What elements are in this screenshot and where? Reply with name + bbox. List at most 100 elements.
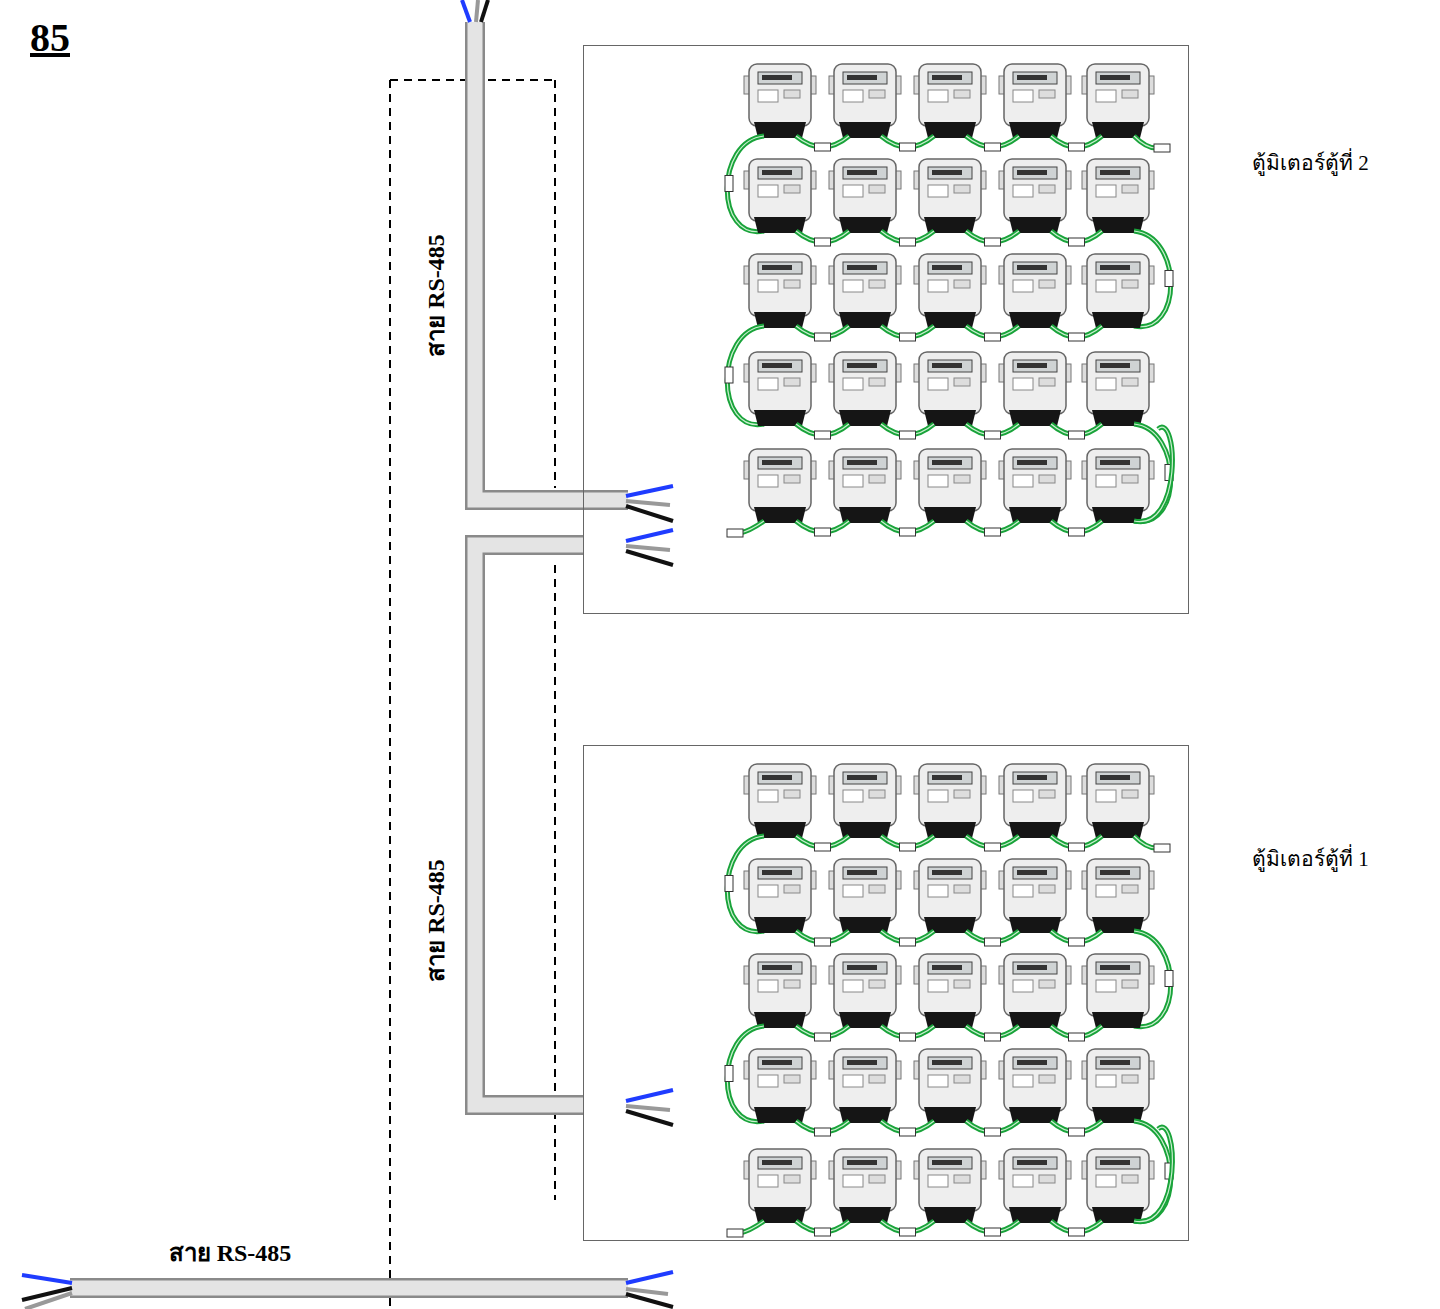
energy-meter [1082, 64, 1154, 138]
green-wire [1134, 427, 1172, 521]
meter-array [725, 64, 1173, 1237]
energy-meter [1082, 859, 1154, 933]
cabinet-label: ตู้มิเตอร์ตู้ที่ 1 [1252, 842, 1369, 875]
rs485-cable [475, 545, 583, 1105]
rj-plug [815, 1128, 831, 1136]
energy-meter [744, 64, 816, 138]
cable-core [475, 545, 583, 1105]
rj-plug [1069, 143, 1085, 151]
rj-plug [1165, 971, 1173, 987]
rj-plug [900, 938, 916, 946]
rj-plug [815, 1033, 831, 1041]
energy-meter [999, 159, 1071, 233]
rj-plug [1069, 1033, 1085, 1041]
energy-meter [1082, 764, 1154, 838]
energy-meter [999, 954, 1071, 1028]
rj-plug [900, 528, 916, 536]
rs485-cable [462, 0, 673, 521]
energy-meter [829, 254, 901, 328]
energy-meter [829, 449, 901, 523]
rj-plug [815, 938, 831, 946]
green-wire [740, 521, 764, 533]
green-wire [1134, 836, 1156, 848]
rj-plug [725, 1066, 733, 1082]
rj-plug [727, 529, 743, 537]
energy-meter [829, 859, 901, 933]
cable-label: สาย RS-485 [415, 234, 454, 357]
energy-meter [1082, 449, 1154, 523]
energy-meter [829, 954, 901, 1028]
energy-meter [829, 64, 901, 138]
energy-meter [829, 764, 901, 838]
rj-plug [900, 143, 916, 151]
rj-plug [1069, 238, 1085, 246]
rj-plug [1069, 333, 1085, 341]
meter-cabinet: ตู้มิเตอร์ตู้ที่ 2 [583, 45, 1189, 614]
rj-plug [985, 843, 1001, 851]
rj-plug [1154, 844, 1170, 852]
rj-plug [727, 1229, 743, 1237]
rj-plug [725, 876, 733, 892]
rj-plug [900, 1033, 916, 1041]
energy-meter [744, 1049, 816, 1123]
energy-meter [914, 449, 986, 523]
rj-plug [900, 431, 916, 439]
energy-meter [999, 64, 1071, 138]
energy-meter [999, 859, 1071, 933]
green-wire [1134, 427, 1172, 521]
energy-meter [914, 159, 986, 233]
rj-plug [900, 333, 916, 341]
energy-meter [999, 254, 1071, 328]
energy-meter [999, 449, 1071, 523]
energy-meter [1082, 1149, 1154, 1223]
rj-plug [985, 333, 1001, 341]
rj-plug [1165, 271, 1173, 287]
green-wire [1134, 136, 1156, 148]
energy-meter [914, 764, 986, 838]
energy-meter [914, 1049, 986, 1123]
rj-plug [725, 367, 733, 383]
energy-meter [1082, 159, 1154, 233]
rj-plug [985, 238, 1001, 246]
rj-plug [1069, 843, 1085, 851]
energy-meter [829, 1049, 901, 1123]
cabinet-label: ตู้มิเตอร์ตู้ที่ 2 [1252, 146, 1369, 179]
rj-plug [1154, 144, 1170, 152]
energy-meter [999, 352, 1071, 426]
rj-plug [815, 143, 831, 151]
rj-plug [1069, 938, 1085, 946]
green-wire [1134, 136, 1156, 148]
green-wire [1134, 1127, 1172, 1221]
rj-plug [1069, 1128, 1085, 1136]
rj-plug [900, 238, 916, 246]
energy-meter [1082, 1049, 1154, 1123]
cable-outline [475, 545, 583, 1105]
energy-meter [744, 764, 816, 838]
rs485-cable [22, 1272, 673, 1309]
energy-meter [914, 64, 986, 138]
rj-plug [900, 1228, 916, 1236]
energy-meter [744, 449, 816, 523]
green-wire [740, 1221, 764, 1233]
rj-plug [900, 843, 916, 851]
energy-meter [829, 352, 901, 426]
rj-plug [985, 1033, 1001, 1041]
green-wire [1134, 836, 1156, 848]
rj-plug [900, 1128, 916, 1136]
energy-meter [744, 859, 816, 933]
energy-meter [1082, 352, 1154, 426]
rj-plug [815, 431, 831, 439]
rj-plug [985, 1128, 1001, 1136]
energy-meter [744, 254, 816, 328]
energy-meter [744, 1149, 816, 1223]
energy-meter [1082, 954, 1154, 1028]
rj-plug [815, 333, 831, 341]
rj-plug [985, 143, 1001, 151]
rj-plug [815, 843, 831, 851]
energy-meter [999, 764, 1071, 838]
cable-label: สาย RS-485 [415, 859, 454, 982]
green-wire [1134, 1127, 1172, 1221]
rj-plug [985, 431, 1001, 439]
